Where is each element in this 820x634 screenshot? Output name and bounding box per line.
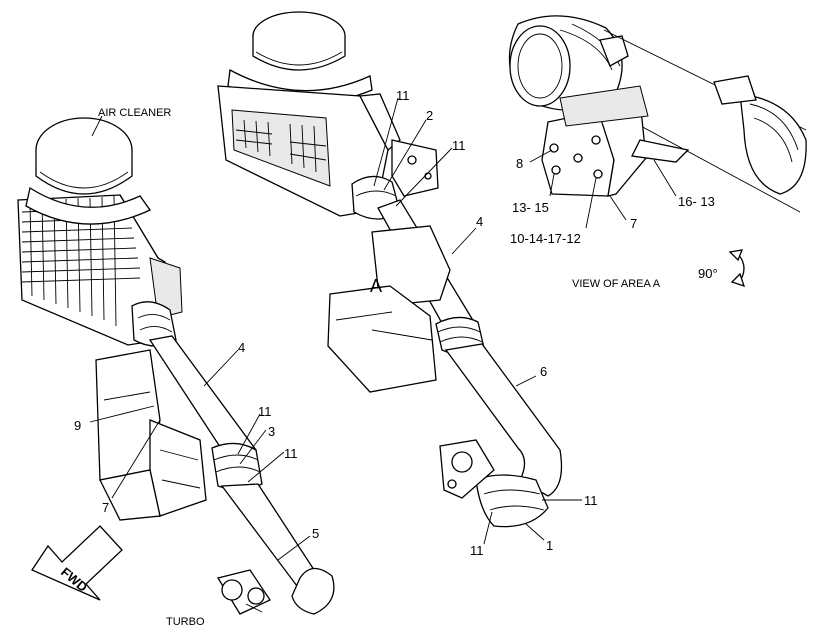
rotation-arrow-icon xyxy=(728,249,746,288)
turbo xyxy=(216,569,271,615)
area-marker: A xyxy=(370,276,382,296)
callout-view-13-15: 13- 15 xyxy=(512,200,549,215)
callout-left-7: 7 xyxy=(102,500,109,515)
callout-left-3: 3 xyxy=(268,424,275,439)
callout-mid-11a: 11 xyxy=(396,88,410,103)
view-of-area-caption: VIEW OF AREA A xyxy=(572,278,661,290)
callout-view-10-14-17-12: 10-14-17-12 xyxy=(510,231,581,246)
middle-support xyxy=(327,225,451,393)
fwd-arrow-icon xyxy=(31,525,123,601)
middle-tube-6 xyxy=(444,343,563,497)
callout-view-16-13: 16- 13 xyxy=(678,194,715,209)
callout-mid-1: 1 xyxy=(546,538,553,553)
callout-left-5: 5 xyxy=(312,526,319,541)
left-tube-4 xyxy=(148,335,263,491)
turbo-caption: TURBO xyxy=(166,616,205,628)
left-tube-5 xyxy=(220,483,335,615)
callout-left-11a: 11 xyxy=(258,404,272,419)
labels: AIR CLEANER TURBO VIEW OF AREA A 90° A F… xyxy=(58,88,718,628)
callout-mid-11c: 11 xyxy=(584,493,598,508)
callout-view-8: 8 xyxy=(516,156,523,171)
callout-view-7: 7 xyxy=(630,216,637,231)
middle-air-cleaner xyxy=(217,11,439,220)
callout-mid-4: 4 xyxy=(476,214,483,229)
callout-mid-6: 6 xyxy=(540,364,547,379)
callout-left-11b: 11 xyxy=(284,446,298,461)
leader-lines xyxy=(89,97,677,561)
callout-mid-11d: 11 xyxy=(470,543,484,558)
air-cleaner-caption: AIR CLEANER xyxy=(98,107,171,119)
callout-mid-2: 2 xyxy=(426,108,433,123)
view-area-a xyxy=(508,15,807,213)
middle-elbow-1 xyxy=(439,439,549,528)
callout-left-4: 4 xyxy=(238,340,245,355)
callout-left-9: 9 xyxy=(74,418,81,433)
rotation-caption: 90° xyxy=(698,266,718,281)
callout-mid-11b: 11 xyxy=(452,138,466,153)
left-air-cleaner xyxy=(17,117,207,521)
